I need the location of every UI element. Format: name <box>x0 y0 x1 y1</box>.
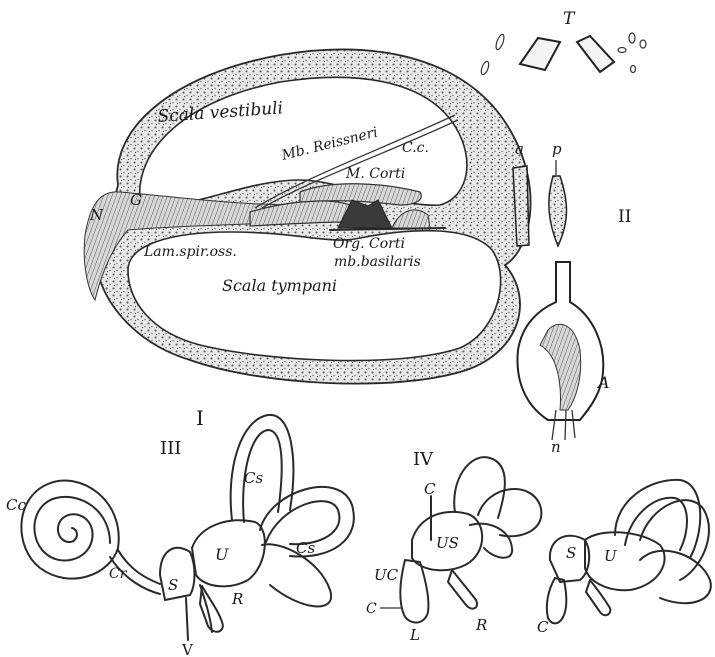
cell-p-label: p <box>552 140 562 158</box>
cell-a-label: a <box>515 140 524 158</box>
otoliths-label: T <box>563 9 576 29</box>
utricle-5-label: U <box>604 547 618 565</box>
lagena-label: L <box>409 626 420 644</box>
scala-tympani-label: Scala tympani <box>222 276 337 295</box>
otolith-small-2 <box>494 33 505 50</box>
uc-label: UC <box>374 566 399 584</box>
recessus-4-label: R <box>475 616 487 634</box>
canalis-cochlearis-label: C.c. <box>402 140 429 156</box>
utriculus-label: U <box>215 545 229 564</box>
cochlea-top-label: C <box>424 480 436 498</box>
ampulla-label: A <box>596 373 610 392</box>
otolith-small-5 <box>640 40 646 48</box>
figure-1-cochlea-section: Scala vestibuli Mb. Reissneri C.c. M. Co… <box>84 50 530 430</box>
canal-right-label: Cs <box>296 539 315 557</box>
cochlea-5 <box>547 578 566 623</box>
cochlea-spiral-outer <box>21 481 118 579</box>
lamina-spiralis-label: Lam.spir.oss. <box>143 244 237 260</box>
cochlea-spiral <box>34 497 110 561</box>
saccule-5-label: S <box>566 544 576 562</box>
nerve-label: N <box>89 206 104 224</box>
canal-posterior-4 <box>478 489 541 536</box>
recessus-label: R <box>231 590 243 608</box>
ampulla-nerve-label: n <box>551 438 561 456</box>
canal-top-label: Cs <box>244 469 263 487</box>
otolith-small-1 <box>480 60 490 75</box>
sacculus-label: S <box>168 576 178 594</box>
organ-of-corti-label: Org. Corti <box>333 236 405 252</box>
figure-2-label: II <box>618 207 631 227</box>
otolith-small-4 <box>629 33 635 43</box>
figure-4-labyrinth: IV C UC US C L R <box>366 449 541 644</box>
hair-cell <box>549 176 567 246</box>
canal-horizontal-4 <box>470 524 512 558</box>
cochlea-left-label: C <box>366 601 377 617</box>
recessus-5 <box>586 580 610 615</box>
otolith-crystal-2 <box>577 36 614 72</box>
recessus-4 <box>448 570 477 609</box>
figure-3-label: III <box>160 438 181 459</box>
ganglion-label: G <box>130 191 142 209</box>
canalis-reuniens-label: Cr <box>109 566 128 582</box>
otolith-small-3 <box>618 48 626 53</box>
cochlear-duct-4 <box>400 560 428 623</box>
figure-5-labyrinth: S U C <box>537 480 711 636</box>
us-label: US <box>436 534 459 552</box>
basilar-membrane-label: mb.basilaris <box>334 254 421 270</box>
figure-1-label: I <box>196 406 204 430</box>
endolymphatic-duct-2 <box>186 598 188 640</box>
figure-3-labyrinth: III Cc Cs Cs Cr S U R V <box>6 415 354 657</box>
otolith-crystal-1 <box>520 38 560 70</box>
membrana-corti-label: M. Corti <box>345 166 405 182</box>
semicircular-canal-posterior-inner <box>266 501 339 544</box>
cochlea-5-label: C <box>537 618 549 636</box>
vestibule-label: V <box>181 641 194 657</box>
otolith-small-6 <box>631 66 636 73</box>
cochlea-label: Cc <box>6 496 26 514</box>
figure-4-label: IV <box>413 449 434 470</box>
semicircular-canal-superior <box>231 415 294 520</box>
